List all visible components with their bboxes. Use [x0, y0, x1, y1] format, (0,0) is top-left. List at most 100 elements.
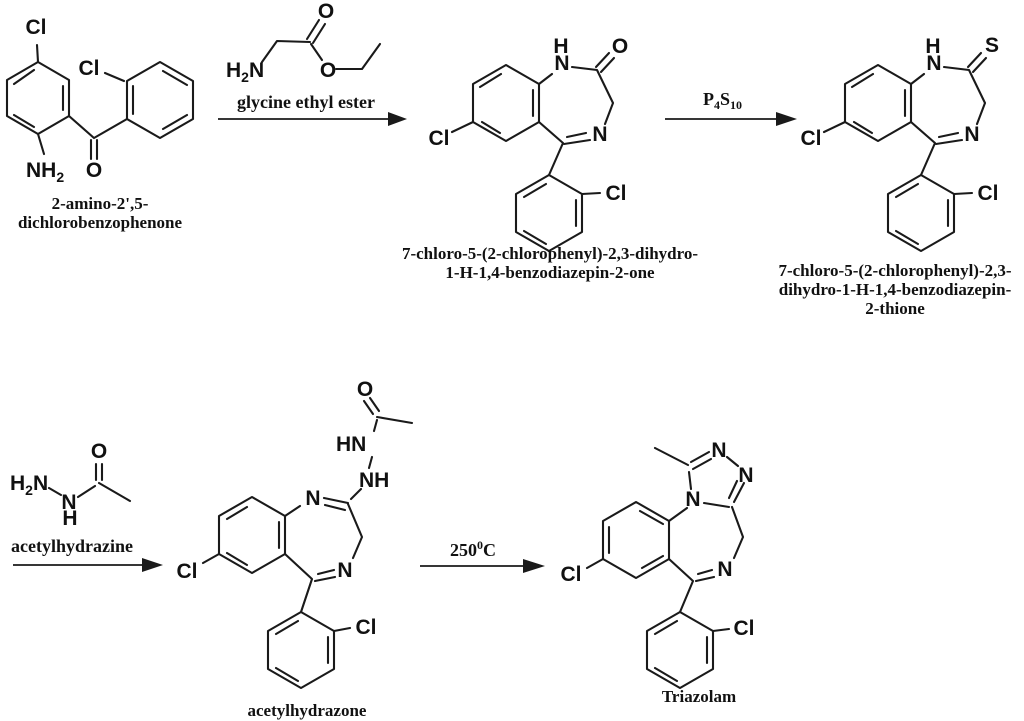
arrow-head [388, 112, 407, 126]
n4-label: N [337, 559, 352, 582]
bond-lines [201, 415, 414, 633]
benzo-double-bonds [478, 72, 535, 135]
compound-name-line: dihydro-1-H-1,4-benzodiazepin- [779, 280, 1012, 299]
benzo-double-bonds [850, 72, 907, 135]
molecule-2-amino-2-5-dichlorobenzophenone: Cl Cl NH2 O 2-amino-2',5- dichlorobenzop… [5, 16, 195, 232]
chlorine-label: Cl [429, 127, 450, 150]
nh-hydrogen-label: H [553, 35, 568, 58]
n4-label: N [592, 123, 607, 146]
bond-lines [585, 446, 745, 633]
oxygen-label: O [612, 35, 628, 58]
chlorine-label: Cl [356, 616, 377, 639]
compound-name-line: 7-chloro-5-(2-chlorophenyl)-2,3-dihydro- [402, 244, 698, 263]
oxygen-label: O [318, 0, 334, 23]
n1-label: N [554, 52, 569, 75]
arrow-head [776, 112, 797, 126]
n4-c5-double-bond [562, 131, 592, 146]
reagent-label-250c: 2500C [450, 538, 496, 560]
reagent-label-p4s10: P4S10 [703, 89, 742, 112]
chlorine-label: Cl [801, 127, 822, 150]
n1-label: N [305, 487, 320, 510]
oxygen-label: O [91, 440, 107, 463]
chlorophenyl-ring [886, 173, 956, 253]
chlorine-label: Cl [26, 16, 47, 39]
benzo-ring [843, 63, 913, 143]
left-benzene-double-bonds [12, 68, 65, 129]
right-benzene-ring [125, 60, 195, 140]
ester-carbonyl-double-bond [305, 18, 327, 45]
compound-name-line: Triazolam [662, 687, 736, 706]
nh-hydrogen-label: H [925, 35, 940, 58]
compound-name-line: 7-chloro-5-(2-chlorophenyl)-2,3- [778, 261, 1011, 280]
n5-c6-double-bond [694, 568, 716, 583]
n4-label: N [964, 123, 979, 146]
molecule-acetylhydrazine: H2N N H O [10, 440, 132, 530]
bond-lines [47, 481, 132, 503]
ester-oxygen-label: O [320, 59, 336, 82]
chlorophenyl-ring [645, 610, 715, 690]
sulfur-label: S [985, 34, 999, 57]
arrow-head [523, 559, 545, 573]
nh-hydrogen-label: H [62, 507, 77, 530]
triazole-n3-label: N [738, 464, 753, 487]
reagent-label-acetylhydrazine: acetylhydrazine [11, 536, 133, 556]
molecule-triazolam: N N N N Cl Cl Triazolam [561, 439, 755, 706]
chlorine-label: Cl [978, 182, 999, 205]
reaction-arrow-1: glycine ethyl ester [218, 92, 407, 126]
chlorophenyl-double-bonds [522, 182, 578, 246]
molecule-benzodiazepin-2-thione: H N S N Cl Cl 7-chloro-5-(2-chlorophenyl… [778, 34, 1011, 318]
c2-s-double-bond [966, 51, 988, 74]
right-benzene-double-bonds [131, 69, 189, 131]
reaction-arrow-3: acetylhydrazine [11, 536, 163, 572]
benzo-ring [471, 63, 541, 143]
molecule-benzodiazepin-2-one: H N O N Cl Cl 7-chloro-5-(2-chlorophenyl… [402, 35, 698, 282]
chlorophenyl-ring [266, 610, 336, 690]
compound-name-line: 2-amino-2',5- [52, 194, 149, 213]
hydrazone-nh-label: NH [359, 469, 389, 492]
compound-name-line: acetylhydrazone [248, 701, 367, 720]
reaction-arrow-4: 2500C [420, 538, 545, 573]
chlorine-label: Cl [734, 617, 755, 640]
substituent-bonds [35, 43, 129, 156]
left-benzene-ring [5, 60, 71, 136]
c2-o-double-bond [594, 51, 616, 74]
oxygen-label: O [86, 159, 102, 182]
benzo-double-bonds [225, 505, 281, 567]
chlorophenyl-double-bonds [274, 619, 330, 683]
benzo-ring [217, 495, 287, 575]
molecule-glycine-ethyl-ester: H2N O O [226, 0, 382, 85]
n5-label: N [717, 558, 732, 581]
reagent-label-glycine-ethyl-ester: glycine ethyl ester [237, 92, 375, 112]
amine-h2n-label: H2N [226, 59, 264, 85]
chlorine-label: Cl [79, 57, 100, 80]
compound-name-line: 1-H-1,4-benzodiazepin-2-one [445, 263, 655, 282]
benzo-double-bonds [607, 509, 665, 570]
n1-c2-double-bond [322, 496, 350, 512]
reaction-arrow-2: P4S10 [665, 89, 797, 126]
c1-n2-double-bond [689, 450, 713, 471]
n3-c3a-double-bond [727, 479, 746, 504]
benzo-ring [601, 500, 671, 580]
carbonyl-double-bond [94, 462, 104, 482]
triazole-n4-label: N [685, 488, 700, 511]
n4-c5-double-bond [934, 131, 964, 146]
amine-h2n-label: H2N [10, 472, 48, 498]
chlorine-label: Cl [177, 560, 198, 583]
oxygen-label: O [357, 378, 373, 401]
n1-label: N [926, 52, 941, 75]
amine-nh2-label: NH2 [26, 159, 64, 185]
seven-ring-bonds [822, 65, 987, 196]
molecule-acetylhydrazone: N N NH HN O Cl Cl acetylhydrazone [177, 378, 414, 720]
chlorophenyl-double-bonds [653, 619, 709, 683]
arrow-head [142, 558, 163, 572]
nitrogen-label: N [61, 491, 76, 514]
carbonyl-double-bond [89, 138, 99, 161]
compound-name-line: 2-thione [865, 299, 925, 318]
amide-hn-label: HN [336, 433, 366, 456]
triazole-n2-label: N [711, 439, 726, 462]
compound-name-line: dichlorobenzophenone [18, 213, 183, 232]
chlorine-label: Cl [606, 182, 627, 205]
chlorine-label: Cl [561, 563, 582, 586]
n4-c5-double-bond [313, 568, 337, 583]
